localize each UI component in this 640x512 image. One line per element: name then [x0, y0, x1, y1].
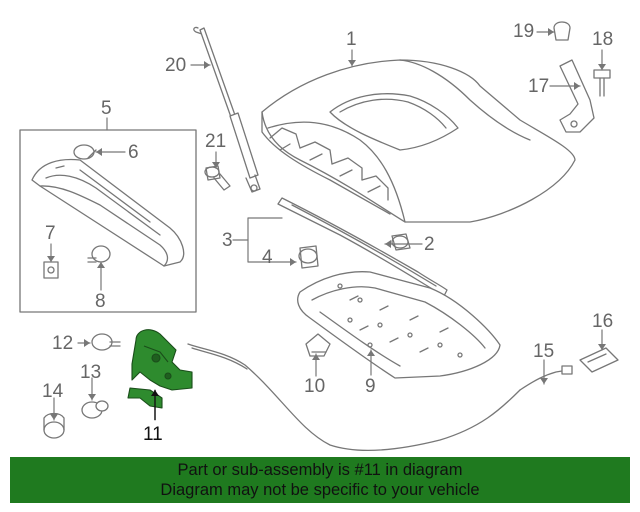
- hood-hinge-part-17: [559, 59, 595, 133]
- callout-16: 16: [592, 311, 614, 332]
- callout-10: 10: [304, 376, 326, 397]
- callout-18: 18: [592, 29, 614, 50]
- callout-2: 2: [424, 234, 435, 255]
- callout-3: 3: [222, 230, 233, 251]
- cap-part-19: [553, 21, 571, 41]
- release-handle-part-16: [579, 347, 619, 373]
- hood-part: [261, 59, 576, 223]
- clip-part-2: [391, 233, 411, 251]
- callout-1: 1: [346, 29, 357, 50]
- callout-14: 14: [42, 381, 64, 402]
- callout-12: 12: [52, 333, 74, 354]
- hood-seal-part: [277, 197, 448, 297]
- callout-17: 17: [528, 76, 550, 97]
- hood-molding-group: [19, 129, 197, 313]
- banner-line-1: Part or sub-assembly is #11 in diagram: [177, 461, 463, 479]
- clip-part-4: [298, 245, 319, 269]
- clip-part-6: [73, 144, 97, 160]
- bolt-part-12: [91, 333, 121, 351]
- nut-part-7: [43, 261, 59, 279]
- release-cable: [187, 343, 521, 452]
- callout-9: 9: [365, 376, 376, 397]
- banner-line-2: Diagram may not be specific to your vehi…: [160, 481, 480, 499]
- callout-13: 13: [80, 362, 102, 383]
- callout-4: 4: [262, 247, 273, 268]
- callout-8: 8: [95, 291, 106, 312]
- callout-5: 5: [101, 98, 112, 119]
- hood-strut-part: [193, 26, 261, 193]
- callout-6: 6: [128, 142, 139, 163]
- clip-part-10: [305, 333, 331, 357]
- callout-19: 19: [513, 21, 535, 42]
- callout-15: 15: [533, 341, 555, 362]
- bolt-part-8: [87, 245, 111, 263]
- callout-20: 20: [165, 55, 187, 76]
- release-cable-part-15: [519, 365, 573, 391]
- callout-11: 11: [143, 424, 163, 445]
- hood-latch-part-11: [127, 329, 193, 409]
- callout-7: 7: [45, 223, 56, 244]
- hood-insulator-part: [297, 271, 501, 379]
- bushing-part-13: [81, 400, 109, 419]
- callout-21: 21: [205, 131, 227, 152]
- bolt-part-18: [593, 69, 611, 97]
- hood-stud-part: [204, 165, 231, 191]
- info-banner: Part or sub-assembly is #11 in diagram D…: [10, 457, 630, 503]
